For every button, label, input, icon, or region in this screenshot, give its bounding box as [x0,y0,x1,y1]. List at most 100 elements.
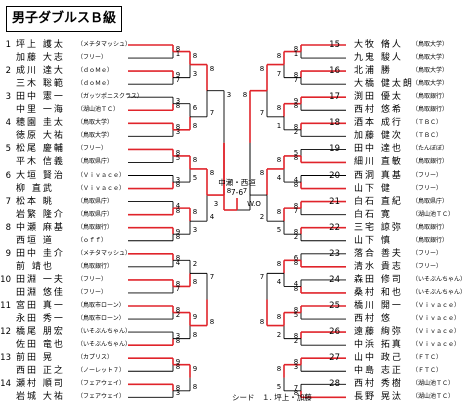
match-score: 8 [175,45,181,53]
match-score: 3 [293,363,299,372]
match-score: 8 [293,258,299,267]
player-team: （鳥取市ローン） [77,315,125,323]
player-name: 桑村 和也 [354,287,403,298]
player-team: （鳥取銀行） [412,93,449,101]
match-score: 7 [175,284,181,293]
player-team: （湖山池ＴＣ） [412,380,455,388]
player-seed: 25 [329,301,340,311]
player-seed: 8 [5,222,11,233]
player-team: （Ｖｉｖａｃｅ） [412,341,461,349]
player-seed: 20 [329,170,340,181]
match-score: 6 [293,253,299,262]
match-score: 3 [175,332,181,341]
player-name: 山下 慎 [354,235,392,246]
player-seed: 17 [329,92,340,103]
player-name: 前 靖也 [16,261,54,272]
player-team: （Ｖｉｖａｃｅ） [412,315,461,323]
match-score: 8 [192,121,198,130]
player-name: 松尾 慶輔 [16,144,65,155]
match-score: 3 [192,69,198,78]
page-title: 男子ダブルスＢ級 [6,6,122,32]
player-team: （ｄｏＭｅ） [77,67,114,75]
player-seed: 21 [329,196,340,207]
player-name: 中里 一海 [16,105,65,116]
player-seed: 26 [329,327,340,338]
player-name: 宮田 真一 [16,301,65,311]
match-score: 8 [175,206,181,215]
player-team: （フリー） [77,54,108,62]
match-score: 8 [175,253,181,262]
player-seed: 16 [329,66,340,77]
player-name: 中島 志正 [354,366,403,377]
match-score: 3 [192,226,198,235]
player-team: （鳥取大学） [412,67,449,75]
player-team: （ＦＴＣ） [412,367,443,375]
player-name: 田淵 悠佳 [16,287,65,298]
player-seed: 1 [5,40,11,50]
match-score: 5 [175,154,181,163]
player-name: 三木 聡範 [16,79,65,90]
player-seed: 5 [5,144,11,155]
match-score: 8 [293,45,299,53]
match-score: 8 [293,358,299,367]
player-name: 瀬村 順司 [16,379,65,390]
match-score: 3 [175,97,181,106]
match-score: 2 [276,330,282,339]
match-score: 3 [226,90,232,99]
match-score: 8 [259,168,265,177]
player-team: （湖山池ＴＣ） [412,393,455,401]
player-name: 森田 修司 [354,274,403,285]
match-score: 8 [226,187,232,196]
player-team: （フリー） [412,171,443,179]
match-score: 8 [276,208,282,217]
match-score: 2 [293,128,299,137]
match-score: 4 [276,278,282,287]
player-team: （フリー） [77,275,108,283]
player-name: 細川 直敏 [354,157,403,168]
player-team: （Ｖｉｖａｃｅ） [77,171,126,179]
player-name: 大橋 健太朗 [354,79,414,90]
player-seed: 23 [329,248,340,259]
match-score: 1 [175,50,181,59]
player-seed: 12 [0,327,11,338]
player-name: 永田 秀一 [16,314,65,325]
match-score: 8 [293,154,299,163]
match-score: 4 [209,213,215,222]
player-name: 西田 正之 [16,366,65,377]
match-score: 8 [175,306,181,314]
match-score: 7 [293,76,299,85]
player-team: （鳥取銀行） [412,223,449,231]
player-seed: 28 [329,379,340,390]
player-team: （Ｖｉｖａｃｅ） [77,184,126,192]
match-score: 8 [175,102,181,111]
player-name: 渕田 優太 [354,92,403,103]
player-name: 長野 晃汰 [354,392,403,403]
final-winner-pair: 中瀬・西垣 [218,178,256,187]
player-team: （Ｖｉｖａｃｅ） [412,302,461,309]
match-score: 8 [276,260,282,269]
match-score: 8 [293,71,299,80]
match-score: 8 [259,317,265,326]
player-team: （ＴＢＣ） [412,119,443,127]
player-name: 田中 圭介 [16,248,65,259]
match-score: 5 [276,226,282,235]
match-score: 5 [276,382,282,391]
player-team: （いそぶんちゃん） [77,328,132,336]
player-team: （ｏｆｆ） [77,236,108,244]
match-score: 3 [213,200,219,208]
match-score: 8 [259,64,265,73]
match-score: 8 [175,279,181,288]
match-score: 8 [192,382,198,391]
match-score: 8 [192,51,198,60]
match-score: 4 [276,174,282,183]
match-score: 3 [175,128,181,137]
player-name: 岩繁 隆介 [16,209,65,220]
match-score: 2 [192,260,198,269]
player-name: 白石 寛 [354,209,392,220]
match-score: 1 [276,121,282,130]
player-seed: 4 [5,118,11,129]
match-score: 8 [293,227,299,236]
player-team: （鳥取県庁） [77,210,114,218]
match-score: 8 [276,51,282,60]
